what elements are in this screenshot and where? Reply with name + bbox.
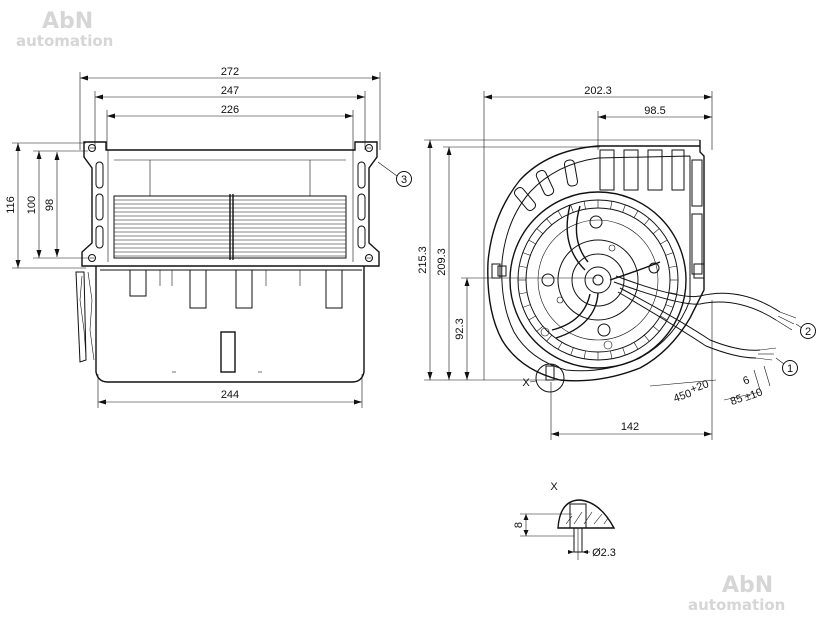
dim-label: 98 [44,199,56,211]
dim-226: 226 [106,104,354,150]
watermark-text: automation [16,32,113,50]
front-view: 202.3 98.5 215.3 209.3 [417,85,816,440]
dim-98: 98 [44,152,60,257]
detail-x: X 8 Ø2.3 [513,481,616,560]
mounting-frame [81,141,380,267]
dim-244: 244 [97,374,363,408]
callout-label: 3 [401,174,407,186]
dim-label: 6 [741,374,751,387]
dim-209-3: 209.3 [436,146,600,380]
dim-label: 215.3 [417,246,429,274]
dim-label: 98.5 [644,105,665,117]
dim-92-3: 92.3 [454,277,596,380]
dim-label: 244 [221,389,239,401]
impeller-grille [113,159,347,260]
dim-202-3: 202.3 [483,85,713,380]
dim-label: 247 [221,85,239,97]
dim-cable-85: 85 ±10 [723,386,764,408]
dim-247: 247 [94,85,366,150]
dim-98-5: 98.5 [597,105,712,150]
dim-label: 272 [221,66,239,78]
watermark-text: automation [688,596,785,614]
dim-cable-450: 450 +20 [649,378,717,406]
housing-body [75,266,365,383]
dim-tolerance: ±10 [743,386,764,404]
watermark-logo: AbN [42,9,93,34]
dim-label: 116 [5,196,17,214]
watermark-top-left: AbN automation [16,9,113,50]
callout-2: 2 [795,323,816,339]
dim-116: 116 [5,142,86,269]
dim-label: 202.3 [584,85,612,97]
detail-mark-x: X [522,363,565,393]
dim-cable-6: 6 [741,365,771,391]
dim-label: 8 [513,522,525,528]
rotor [509,191,687,369]
detail-label: X [522,377,530,389]
dim-label: 450 [672,388,693,406]
dim-label: 142 [621,421,639,433]
dim-label: Ø2.3 [592,547,616,559]
callout-3: 3 [377,161,412,187]
dim-label: 100 [26,196,38,214]
dim-label: 92.3 [454,318,466,339]
dim-215-3: 215.3 [417,139,700,381]
watermark-logo: AbN [722,573,773,598]
scroll-housing [487,140,705,382]
detail-title: X [550,481,558,493]
dim-100: 100 [26,150,88,259]
dim-142: 142 [550,300,713,440]
dim-tolerance: +20 [689,378,711,396]
side-view: 272 247 226 116 [5,66,412,408]
callout-label: 2 [805,326,811,338]
cables [613,275,797,361]
callout-label: 1 [787,363,793,375]
callout-1: 1 [775,357,798,376]
dim-label: 226 [221,104,239,116]
watermark-bottom-right: AbN automation [688,573,785,614]
dim-272: 272 [79,66,381,150]
dim-label: 209.3 [436,248,448,276]
dim-label: 85 [729,393,745,408]
